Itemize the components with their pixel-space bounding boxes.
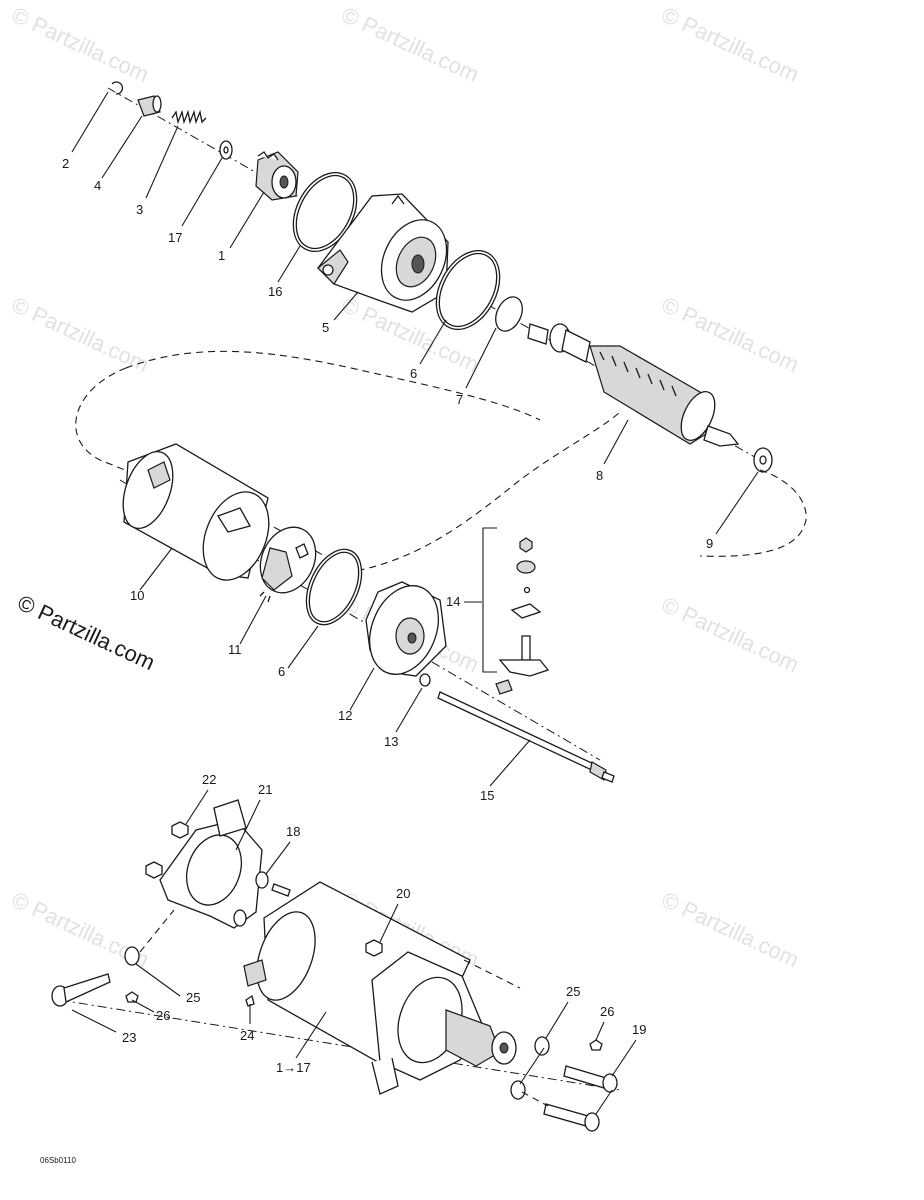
callout-4: 4 — [94, 178, 101, 193]
callout-11: 11 — [228, 642, 242, 657]
callout-20: 20 — [396, 886, 410, 901]
callout-1: 1 — [218, 248, 225, 263]
callout-15: 15 — [480, 788, 494, 803]
callout-16: 16 — [268, 284, 282, 299]
callout-1-to-17: 1→17 — [276, 1060, 311, 1075]
part-12-end-cover — [365, 581, 447, 677]
callout-26: 26 — [156, 1008, 170, 1023]
part-18-washer-lower — [233, 909, 247, 927]
part-19-bolt — [563, 1065, 618, 1093]
callout-25-right: 25 — [566, 984, 580, 999]
part-2-clip — [111, 81, 124, 95]
callout-12: 12 — [338, 708, 352, 723]
part-22-nut — [171, 821, 189, 839]
part-18-washer — [255, 871, 269, 889]
part-20-nut — [365, 939, 383, 957]
drawing-reference: 06Sb0110 — [40, 1156, 76, 1165]
callout-6: 6 — [410, 366, 417, 381]
callout-18: 18 — [286, 824, 300, 839]
dashed-assembly-lines-bottom — [139, 909, 549, 1107]
part-13-ring — [419, 673, 431, 687]
callout-10: 10 — [130, 588, 144, 603]
part-26-nut-right — [589, 1039, 603, 1051]
part-8-armature — [527, 323, 740, 447]
watermark: © Partzilla.com — [658, 887, 803, 972]
part-14-terminal-kit — [482, 527, 550, 695]
part-21-bracket — [159, 799, 263, 929]
part-25-washer-right — [534, 1036, 550, 1056]
callout-19: 19 — [632, 1022, 646, 1037]
part-23-bolt — [51, 973, 111, 1007]
watermark: © Partzilla.com — [658, 292, 803, 377]
part-starter-assembly — [243, 881, 517, 1095]
part-4-sleeve — [137, 95, 162, 117]
callout-24: 24 — [240, 1028, 254, 1043]
part-22-nut — [145, 861, 163, 879]
callout-26-right: 26 — [600, 1004, 614, 1019]
callout-13: 13 — [384, 734, 398, 749]
callout-22: 22 — [202, 772, 216, 787]
callout-numbers: 2 4 3 17 1 16 5 6 7 8 9 10 11 6 12 13 14… — [62, 156, 713, 1075]
part-18-stud — [271, 883, 291, 897]
part-7-small-o-ring — [495, 296, 523, 332]
part-11-brush-plate — [259, 526, 317, 603]
dashed-assembly-loop — [75, 350, 807, 573]
callout-8: 8 — [596, 468, 603, 483]
callout-5: 5 — [322, 320, 329, 335]
assembly-axis-middle — [119, 479, 601, 761]
part-25-washer-right-lower — [510, 1080, 526, 1100]
part-3-spring — [171, 109, 207, 125]
callout-21: 21 — [258, 782, 272, 797]
callout-14: 14 — [446, 594, 460, 609]
part-1-pinion — [255, 151, 299, 201]
part-15-through-bolt — [437, 691, 615, 783]
watermark: © Partzilla.com — [658, 592, 803, 677]
callout-3: 3 — [136, 202, 143, 217]
leader-lines — [71, 91, 759, 1115]
part-19-bolt-lower — [543, 1103, 600, 1132]
part-9-washer — [753, 447, 773, 473]
watermark: © Partzilla.com — [658, 2, 803, 87]
callout-7: 7 — [456, 392, 463, 407]
watermark: © Partzilla.com — [338, 2, 483, 87]
callout-9: 9 — [706, 536, 713, 551]
part-26-nut — [125, 991, 139, 1003]
callout-6-middle: 6 — [278, 664, 285, 679]
callout-17: 17 — [168, 230, 182, 245]
callout-2: 2 — [62, 156, 69, 171]
callout-25: 25 — [186, 990, 200, 1005]
callout-23: 23 — [122, 1030, 136, 1045]
watermark: © Partzilla.com — [8, 2, 153, 87]
part-24-terminal-nut — [245, 994, 255, 1007]
part-25-washer — [124, 946, 140, 966]
part-17-washer — [219, 140, 233, 160]
watermark: © Partzilla.com — [8, 292, 153, 377]
part-5-front-housing — [317, 193, 449, 313]
part-10-yoke — [122, 443, 270, 581]
